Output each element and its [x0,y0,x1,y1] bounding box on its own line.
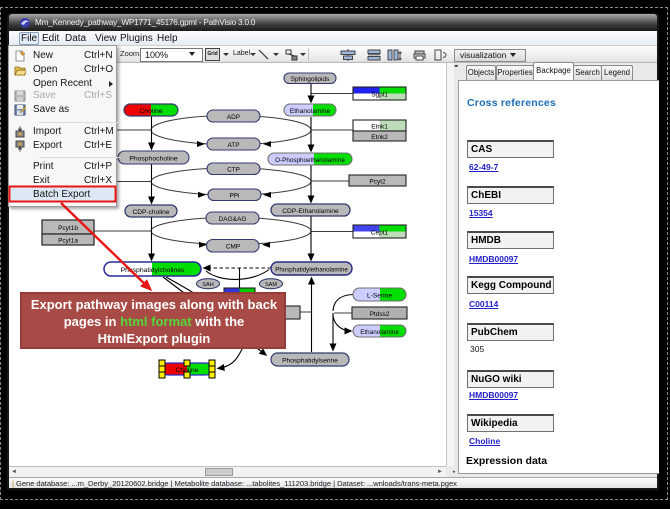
svg-text:Phosphatidylserine: Phosphatidylserine [282,358,338,365]
svg-text:Ethanolamine: Ethanolamine [290,108,331,115]
svg-text:Pcyt1a: Pcyt1a [58,237,78,244]
svg-text:PPi: PPi [230,193,240,200]
svg-text:Ethanolamine: Ethanolamine [360,329,399,336]
svg-text:ATP: ATP [228,142,240,149]
svg-text:Export pathway images along wi: Export pathway images along with back [31,297,278,312]
svg-text:Etnk2: Etnk2 [371,134,388,141]
svg-text:Pcyt1b: Pcyt1b [58,225,78,232]
svg-text:L-Serine: L-Serine [367,292,392,299]
svg-text:O-Phosphoethanolamine: O-Phosphoethanolamine [275,157,345,164]
svg-text:Phosphatidylcholines: Phosphatidylcholines [121,267,185,274]
svg-text:Phosphocholine: Phosphocholine [129,156,178,163]
svg-text:CMP: CMP [226,243,240,250]
svg-text:SAH: SAH [202,282,214,288]
svg-text:CDP-choline: CDP-choline [132,209,169,216]
svg-text:Sgpl1: Sgpl1 [371,91,388,98]
svg-text:HtmlExport plugin: HtmlExport plugin [98,331,211,346]
svg-text:Sphingolipids: Sphingolipids [291,76,330,83]
svg-text:Etnk1: Etnk1 [371,123,388,130]
svg-text:CTP: CTP [227,167,240,174]
svg-text:CDP-Ethanolamine: CDP-Ethanolamine [282,208,339,215]
svg-text:Pcyt2: Pcyt2 [369,178,386,185]
svg-text:ADP: ADP [227,114,240,121]
svg-text:Ptdss2: Ptdss2 [370,311,390,318]
svg-text:SAM: SAM [265,282,277,288]
svg-text:Choline: Choline [175,367,198,374]
svg-text:Choline: Choline [139,108,162,115]
svg-text:DAG&AG: DAG&AG [219,216,247,223]
svg-text:Phosphatidylethanolamine: Phosphatidylethanolamine [275,267,348,274]
svg-text:Cept1: Cept1 [371,229,389,236]
svg-text:pages in html format with the: pages in html format with the [64,314,245,329]
